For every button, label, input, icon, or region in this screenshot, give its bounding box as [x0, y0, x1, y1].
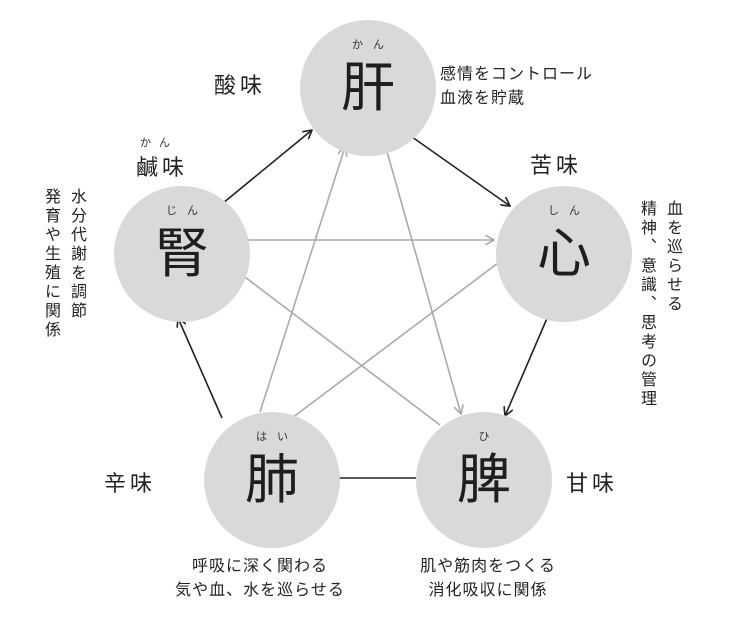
- lung-circle: はい 肺: [204, 412, 340, 548]
- heart-circle: しん 心: [496, 186, 632, 322]
- heart-taste: 苦味: [530, 154, 583, 179]
- liver-circle: かん 肝: [300, 20, 436, 156]
- liver-kanji: 肝: [341, 56, 395, 119]
- kidney-taste: 鹹味: [136, 156, 189, 181]
- lung-desc: 呼吸に深く関わる 気や血、水を巡らせる: [150, 554, 370, 602]
- kidney-desc-line-2: 発育や生殖に関係: [42, 188, 61, 340]
- heart-desc: 血を巡らせる 精神、意識、思考の管理: [636, 200, 684, 440]
- liver-taste: 酸味: [214, 74, 267, 99]
- arrow-heart-to-spleen: [505, 315, 549, 416]
- liver-desc-line-1: 感情をコントロール: [440, 64, 594, 83]
- kidney-circle: じん 腎: [114, 186, 250, 322]
- kidney-desc-line-1: 水分代謝を調節: [68, 188, 87, 321]
- lung-ruby: はい: [256, 430, 298, 443]
- liver-desc: 感情をコントロール 血液を貯蔵: [440, 62, 593, 110]
- heart-ruby: しん: [548, 204, 590, 217]
- heart-desc-line-1: 血を巡らせる: [664, 200, 683, 314]
- spleen-kanji: 脾: [457, 448, 511, 511]
- kidney-kanji: 腎: [155, 222, 209, 285]
- liver-ruby: かん: [352, 38, 394, 51]
- kidney-desc: 水分代謝を調節 発育や生殖に関係: [40, 188, 88, 388]
- spleen-taste: 甘味: [566, 472, 619, 497]
- heart-desc-line-2: 精神、意識、思考の管理: [638, 200, 657, 409]
- spleen-ruby: ひ: [478, 430, 500, 443]
- arrow-liver-to-heart: [404, 131, 510, 206]
- spleen-desc-line-2: 消化吸収に関係: [428, 580, 548, 599]
- heart-kanji: 心: [537, 222, 591, 285]
- liver-desc-line-2: 血液を貯蔵: [440, 88, 526, 107]
- arrow-liver-to-spleen: [385, 147, 461, 414]
- lung-kanji: 肺: [245, 448, 299, 511]
- spleen-desc: 肌や筋肉をつくる 消化吸収に関係: [398, 554, 578, 602]
- arrow-kidney-to-liver: [216, 130, 312, 209]
- spleen-circle: ひ 脾: [416, 412, 552, 548]
- arrow-lung-to-kidney: [178, 318, 223, 419]
- lung-desc-line-1: 呼吸に深く関わる: [191, 556, 328, 575]
- lung-desc-line-2: 気や血、水を巡らせる: [175, 580, 345, 599]
- kidney-taste-ruby: かん: [140, 136, 178, 149]
- spleen-desc-line-1: 肌や筋肉をつくる: [420, 556, 556, 575]
- arrow-lung-to-liver: [259, 147, 345, 413]
- arrow-heart-to-lung: [280, 259, 503, 427]
- kidney-ruby: じん: [166, 204, 208, 217]
- lung-taste: 辛味: [104, 472, 157, 497]
- arrow-spleen-to-kidney: [233, 268, 441, 426]
